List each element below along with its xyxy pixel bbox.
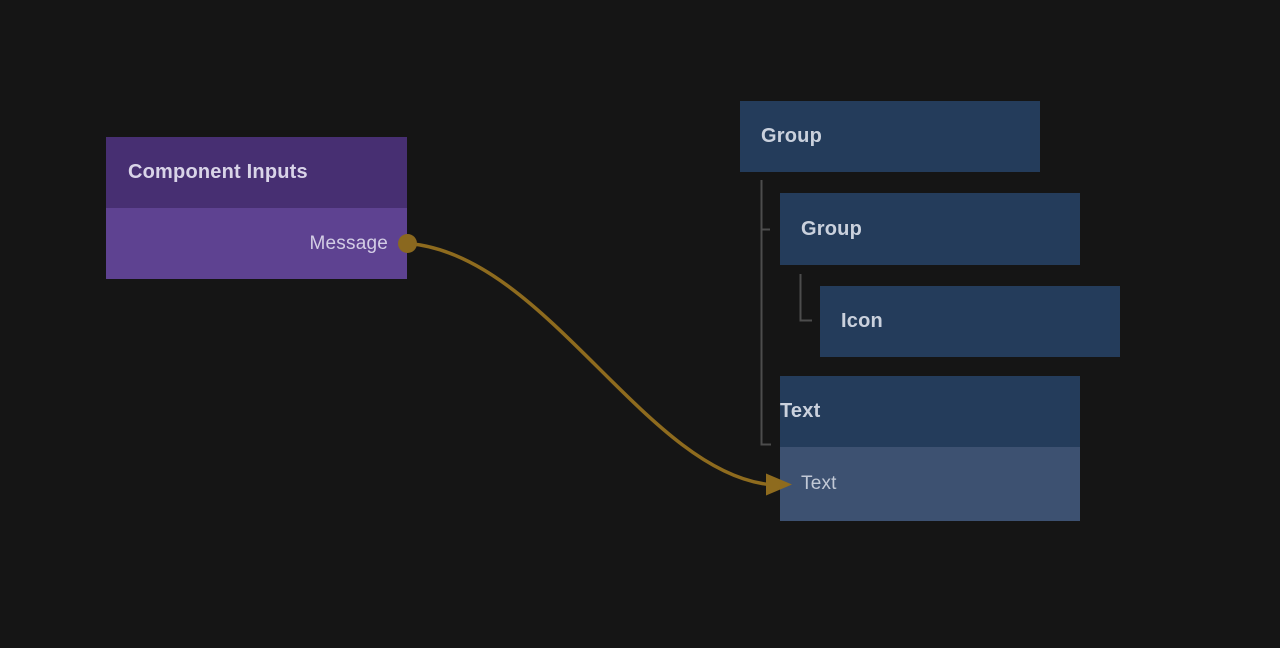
tree-node-icon[interactable]: Icon <box>820 286 1120 357</box>
tree-node-group-2-label: Group <box>801 217 862 240</box>
tree-node-group-2-header: Group <box>780 193 1080 265</box>
text-node-input-row[interactable]: Text <box>780 447 1080 521</box>
tree-connector-line-level2 <box>799 274 812 322</box>
node-component-inputs[interactable]: Component Inputs Message <box>106 137 407 279</box>
text-node-input-row-label: Text <box>801 473 837 494</box>
tree-node-icon-header: Icon <box>820 286 1120 357</box>
output-row-message[interactable]: Message <box>106 208 407 279</box>
tree-node-group-1-label: Group <box>761 125 822 147</box>
tree-node-text[interactable]: Text Text <box>780 376 1080 521</box>
component-inputs-title: Component Inputs <box>128 161 308 183</box>
tree-node-text-label: Text <box>780 400 821 422</box>
tree-node-group-1-header: Group <box>740 101 1040 172</box>
tree-node-group-2[interactable]: Group <box>780 193 1080 265</box>
output-row-message-label: Message <box>309 232 388 254</box>
component-inputs-header[interactable]: Component Inputs <box>106 137 407 208</box>
tree-node-text-header[interactable]: Text <box>780 376 1080 447</box>
output-port-message[interactable] <box>398 234 417 253</box>
tree-node-group-1[interactable]: Group <box>740 101 1040 172</box>
tree-node-icon-label: Icon <box>841 310 883 332</box>
tree-connector-line-level1 <box>760 180 771 446</box>
connection-wire[interactable] <box>406 241 771 487</box>
